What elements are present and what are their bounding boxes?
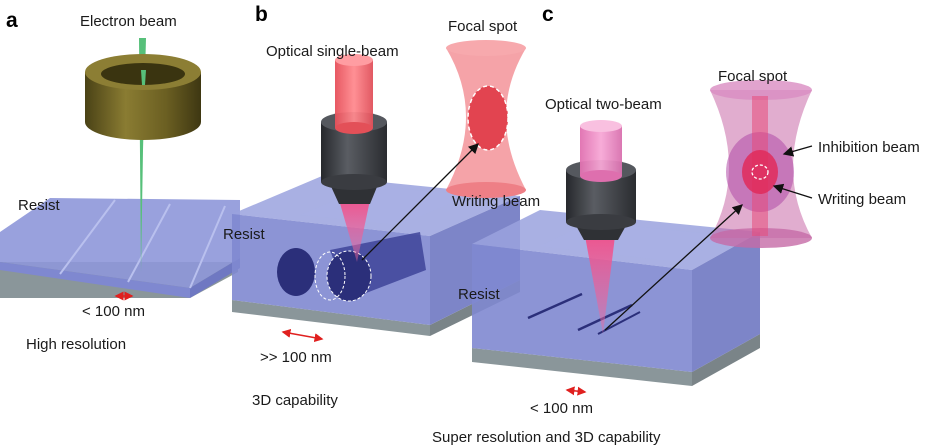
trench-line bbox=[59, 199, 116, 275]
scale-arrow-b bbox=[281, 328, 324, 343]
written-feature-b bbox=[326, 250, 372, 302]
written-line-c bbox=[597, 311, 641, 335]
focal-pointer-c bbox=[604, 204, 743, 331]
writing-pointer-c bbox=[772, 183, 813, 199]
scale-label-b: >> 100 nm bbox=[260, 349, 332, 366]
focal-spot-label-b: Focal spot bbox=[448, 18, 518, 35]
focal-spot-b bbox=[446, 40, 526, 198]
trench-line bbox=[127, 203, 171, 283]
optical-beam-b bbox=[335, 54, 373, 134]
scale-label-c: < 100 nm bbox=[530, 400, 593, 417]
optical-single-beam-label: Optical single-beam bbox=[266, 43, 399, 60]
writing-beam-label-c: Writing beam bbox=[818, 191, 906, 208]
substrate-c bbox=[472, 348, 692, 386]
electron-lens-ring bbox=[85, 54, 201, 140]
panel-c: c Focal spot Optical two-beam Inhibition… bbox=[432, 3, 920, 446]
panel-letter-b: b bbox=[255, 3, 268, 26]
substrate-b bbox=[232, 300, 430, 336]
resist-cube-c-front bbox=[472, 244, 692, 372]
inhibition-pointer bbox=[782, 145, 813, 157]
panel-a: a Electron beam Resist < 100 nm High res… bbox=[0, 9, 240, 353]
optical-two-beam-label: Optical two-beam bbox=[545, 96, 662, 113]
writing-cone-c bbox=[585, 236, 615, 334]
electron-beam-label: Electron beam bbox=[80, 13, 177, 30]
written-line-c bbox=[527, 292, 583, 320]
trench-line bbox=[189, 205, 226, 289]
inhibition-beam-label: Inhibition beam bbox=[818, 139, 920, 156]
scale-label-a: < 100 nm bbox=[82, 303, 145, 320]
writing-cone-b bbox=[339, 200, 370, 262]
focal-spot-c bbox=[710, 80, 812, 248]
scale-arrow-c bbox=[565, 386, 587, 396]
focal-pointer-b bbox=[361, 143, 479, 261]
panel-b: b Optical single-beam Focal spot Writing… bbox=[223, 3, 540, 409]
resist-label-a: Resist bbox=[18, 197, 61, 214]
resist-label-b: Resist bbox=[223, 226, 266, 243]
optical-two-beam bbox=[580, 120, 622, 182]
resist-label-c: Resist bbox=[458, 286, 501, 303]
panel-letter-c: c bbox=[542, 3, 554, 26]
focal-spot-label-c: Focal spot bbox=[718, 68, 788, 85]
caption-c: Super resolution and 3D capability bbox=[432, 429, 661, 446]
panel-letter-a: a bbox=[6, 9, 18, 32]
resist-slab-a bbox=[0, 198, 240, 288]
caption-a: High resolution bbox=[26, 336, 126, 353]
resist-cube-c-side bbox=[692, 232, 760, 372]
writing-beam-label-b: Writing beam bbox=[452, 193, 540, 210]
writing-beam-shape bbox=[742, 150, 778, 194]
written-feature-b bbox=[277, 248, 315, 296]
caption-b: 3D capability bbox=[252, 392, 338, 409]
